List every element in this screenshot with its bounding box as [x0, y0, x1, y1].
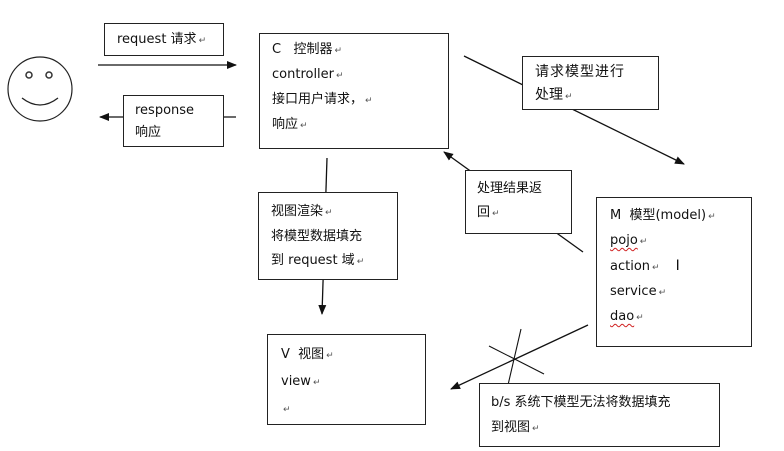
paragraph-mark: ↵: [636, 313, 644, 323]
view-box: V 视图↵ view↵ ↵: [267, 334, 426, 425]
model-item: pojo: [610, 233, 638, 248]
paragraph-mark: ↵: [658, 288, 667, 298]
paragraph-mark: ↵: [492, 209, 500, 219]
paragraph-mark: ↵: [708, 212, 716, 222]
render-view-label: 视图渲染↵ 将模型数据填充 到 request 域↵: [258, 192, 398, 280]
controller-title: C 控制器: [272, 42, 333, 57]
paragraph-mark: ↵: [639, 237, 648, 247]
model-box: M 模型(model)↵ pojo↵ action↵I service↵ dao…: [596, 197, 752, 347]
model-item: service: [610, 284, 657, 299]
controller-to-model-arrow: [463, 55, 685, 165]
bs-system-note: b/s 系统下模型无法将数据填充 到视图↵: [479, 383, 720, 447]
response-label: response 响应: [123, 95, 224, 147]
paragraph-mark: ↵: [300, 121, 308, 131]
paragraph-mark: ↵: [532, 424, 540, 434]
request-model-label: 请求模型进行 处理↵: [522, 56, 659, 110]
model-title: M 模型(model): [610, 208, 707, 223]
paragraph-mark: ↵: [336, 71, 344, 81]
paragraph-mark: ↵: [365, 96, 373, 106]
model-to-view-arrow: [450, 324, 589, 390]
cross-out-mark-1: [488, 345, 545, 375]
text-cursor-icon: I: [675, 258, 680, 274]
paragraph-mark: ↵: [283, 405, 291, 415]
paragraph-mark: ↵: [652, 263, 660, 273]
result-return-label: 处理结果返 回↵: [465, 170, 572, 234]
model-item: dao: [610, 309, 635, 324]
controller-box: C 控制器↵ controller↵ 接口用户请求，↵ 响应↵: [259, 33, 449, 149]
paragraph-mark: ↵: [356, 257, 365, 267]
paragraph-mark: ↵: [326, 351, 334, 361]
model-item: action: [610, 259, 651, 274]
paragraph-mark: ↵: [312, 378, 321, 388]
paragraph-mark: ↵: [565, 92, 573, 102]
request-label: request 请求↵: [104, 23, 224, 56]
cross-out-mark-2: [507, 328, 522, 386]
paragraph-mark: ↵: [325, 208, 333, 218]
paragraph-mark: ↵: [198, 36, 207, 46]
view-title: V 视图: [281, 347, 325, 362]
paragraph-mark: ↵: [334, 46, 343, 56]
